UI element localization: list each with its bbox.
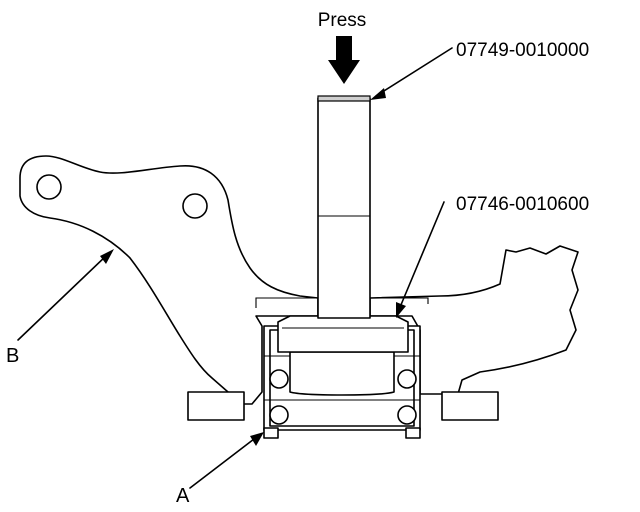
leader-line-upper (375, 47, 453, 97)
knuckle-hole-right (182, 193, 208, 219)
support-block-right (441, 391, 499, 421)
bearing-ball (269, 369, 289, 389)
support-block-left (187, 391, 245, 421)
bearing-ball (397, 369, 417, 389)
bearing-ball (269, 405, 289, 425)
knuckle-hole-left (36, 174, 62, 200)
driver-handle (317, 95, 371, 319)
leader-line-b (17, 253, 109, 341)
press-arrow (328, 36, 360, 84)
leader-line-lower (397, 201, 445, 313)
bearing-ball (397, 405, 417, 425)
driver-attachment (277, 315, 409, 353)
callout-b: B (6, 345, 19, 367)
knuckle-body (19, 155, 319, 405)
callout-07746-0010600: 07746-0010600 (456, 194, 589, 215)
press-label: Press (318, 10, 367, 31)
leader-line-a (189, 435, 259, 489)
callout-a: A (176, 485, 190, 507)
callout-07749-0010000: 07749-0010000 (456, 40, 589, 61)
